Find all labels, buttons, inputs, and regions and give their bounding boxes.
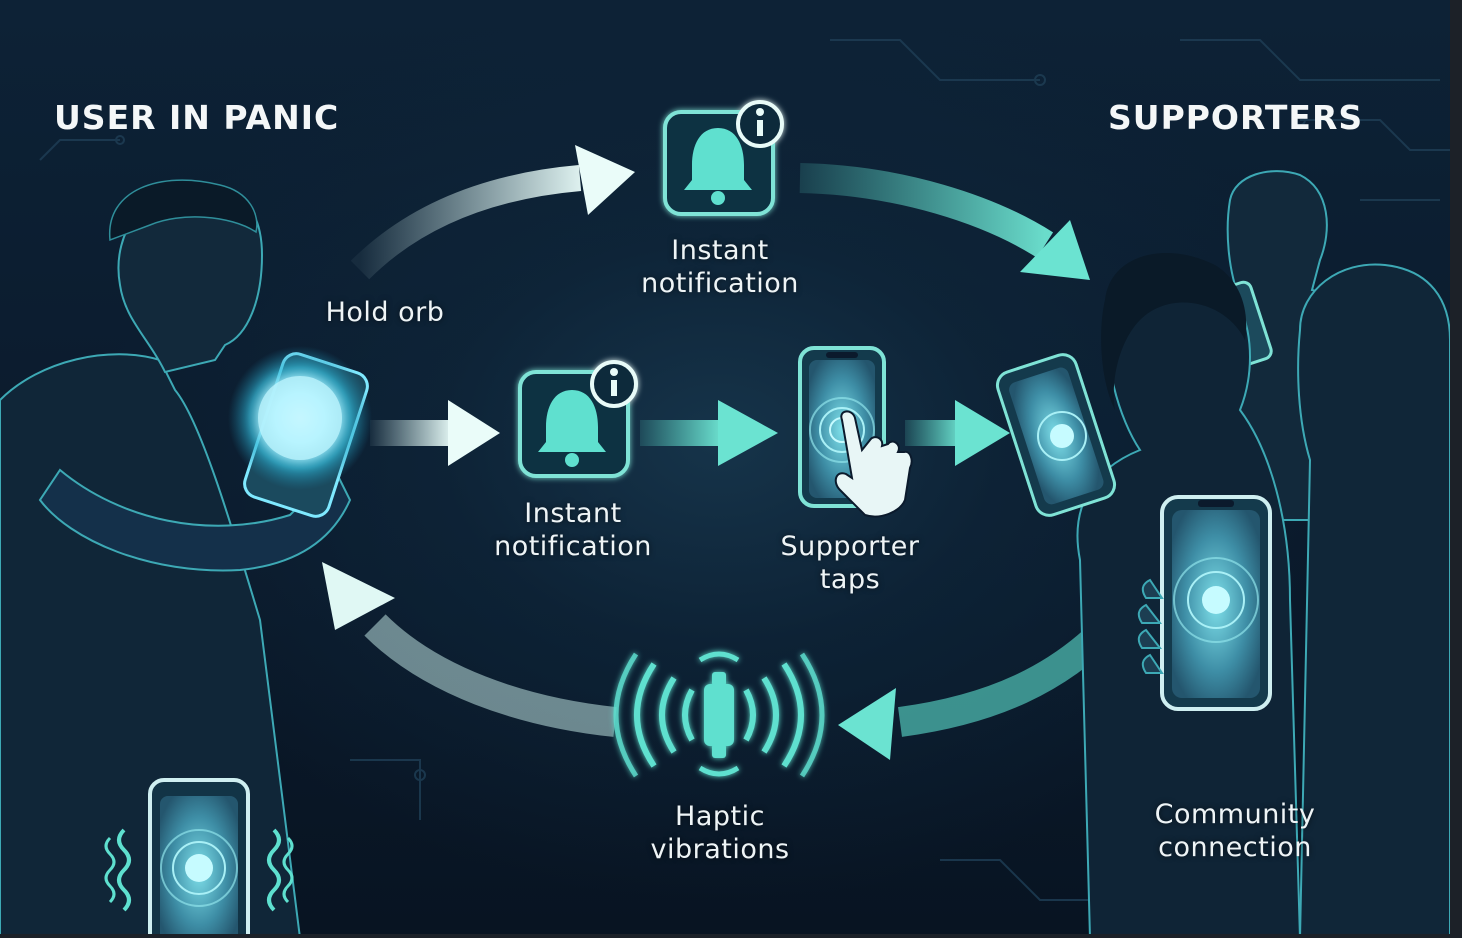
top-notification-label: Instant notification [600,234,840,300]
hold-orb-label: Hold orb [325,297,445,328]
top-notification-label-line-1: Instant [671,235,769,266]
vibrating-motor-icon [613,651,825,778]
haptic-label-line-2: vibrations [650,834,790,865]
user-in-panic-heading: USER IN PANIC [54,98,340,137]
mid-notification-label: Instant notification [453,497,693,563]
supporter-taps-label-line-2: taps [819,564,881,595]
community-connection-label: Community connection [1115,798,1355,864]
window-edge-bottom [0,934,1462,938]
arrow-back-to-user-head [322,562,395,630]
arrow-to-supporters [799,163,1054,258]
community-label-line-2: connection [1158,832,1312,863]
phone-tap-icon [798,346,913,518]
supporter-taps-label-line-1: Supporter [780,531,920,562]
arrow-mid-2-head [718,400,778,466]
top-bell-notification-icon [663,100,784,216]
arrow-mid-2-shaft [640,420,720,446]
mid-notification-label-line-2: notification [494,531,652,562]
arrow-mid-1-head [448,400,500,466]
user-phone-with-orb [228,346,372,518]
arrow-mid-3-head [955,400,1010,466]
arrow-mid-3-shaft [905,420,960,446]
haptic-label-line-1: Haptic [675,801,765,832]
haptic-vibrations-label: Haptic vibrations [610,800,830,866]
mid-notification-label-line-1: Instant [524,498,622,529]
top-notification-label-line-2: notification [641,268,799,299]
arrow-to-haptic-head [838,688,896,760]
community-label-line-1: Community [1154,799,1316,830]
arrow-back-to-user [364,614,617,737]
arrow-mid-1-shaft [370,420,450,446]
arrow-to-top-notification-head [575,145,635,215]
flow-arrows [322,145,1127,760]
mid-bell-notification-icon [518,360,638,478]
arrow-to-supporters-head [1020,220,1090,280]
window-edge-right [1450,0,1462,938]
vibrating-phone-icon [104,778,294,938]
supporters-heading: SUPPORTERS [1108,98,1364,137]
supporter-taps-label: Supporter taps [740,530,960,596]
arrow-to-top-notification [350,165,582,280]
supporters-group-figure [995,170,1451,938]
